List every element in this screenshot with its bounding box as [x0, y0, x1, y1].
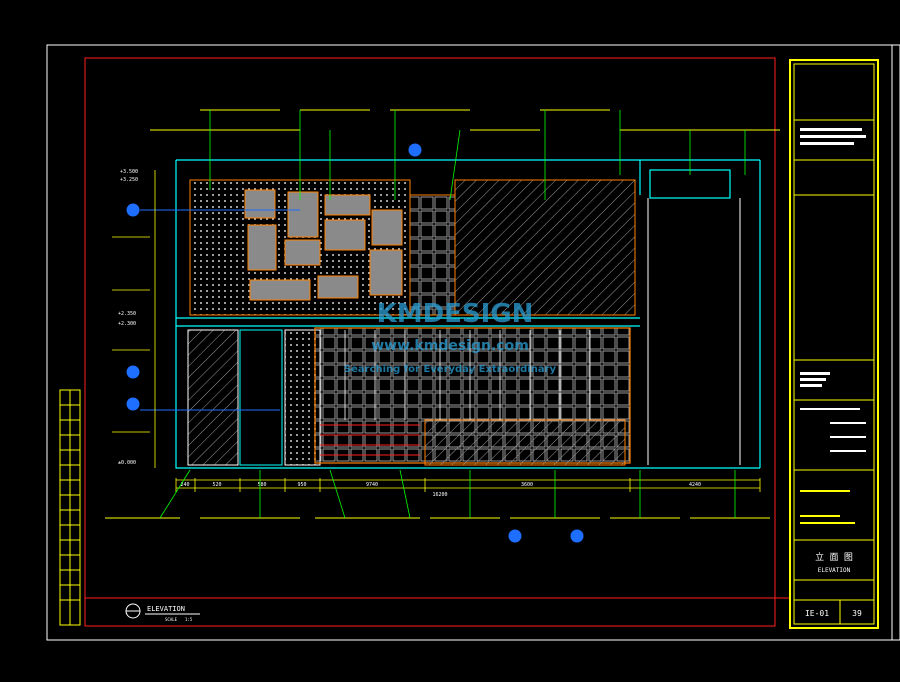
lower-right-hatched-panel	[424, 419, 626, 466]
watermark-url: www.kmdesign.com	[371, 338, 529, 354]
lower-dotted-panel	[284, 329, 321, 466]
title-block-title-en: ELEVATION	[818, 567, 851, 574]
dim-6: 3600	[521, 482, 533, 488]
bottom-dims-text: 240 520 580 950 9740 3600 4240 16200	[180, 482, 701, 498]
tile-column	[409, 194, 456, 316]
sheet-number: IE-01	[805, 609, 829, 618]
lower-door-panel	[239, 329, 283, 466]
stair-lines	[320, 424, 420, 456]
bottom-dimension-chain	[175, 478, 761, 492]
upper-right-hatched-panel	[454, 179, 636, 316]
title-block: 立 面 图 ELEVATION IE-01 39	[789, 59, 879, 629]
top-callouts	[150, 109, 780, 131]
dim-total: 16200	[432, 492, 447, 498]
level-mark-5: ±0.000	[118, 460, 136, 466]
vertical-cabinet-lines	[344, 330, 591, 420]
dim-4: 950	[297, 482, 306, 488]
level-mark-4: +2.300	[118, 321, 136, 327]
bottom-leaders	[159, 469, 736, 519]
drawing-label: ELEVATION SCALE 1:5	[125, 603, 200, 622]
dim-1: 240	[180, 482, 189, 488]
drawing-scale-value: 1:5	[185, 617, 193, 622]
section-markers	[126, 143, 584, 543]
dim-3: 580	[257, 482, 266, 488]
leader-lines	[209, 110, 746, 201]
level-marks: +3.500 +3.250 +2.350 +2.300 ±0.000	[118, 169, 138, 466]
left-dimension-chain	[112, 170, 156, 468]
drawing-scale-label: SCALE	[165, 617, 178, 622]
left-legend-ladder	[59, 389, 81, 626]
level-mark-2: +3.250	[120, 177, 138, 183]
watermark-brand: KMDESIGN	[377, 299, 534, 329]
watermark: KMDESIGN www.kmdesign.com Searching for …	[344, 299, 557, 375]
level-mark-3: +2.350	[118, 311, 136, 317]
page-number: 39	[852, 609, 862, 618]
dim-5: 9740	[366, 482, 378, 488]
level-mark-1: +3.500	[120, 169, 138, 175]
dim-2: 520	[212, 482, 221, 488]
title-block-title-cn: 立 面 图	[815, 551, 853, 563]
drawing-title: ELEVATION	[147, 605, 185, 613]
sheet-border-right-strip	[891, 44, 900, 641]
lower-left-hatched-panel	[187, 329, 239, 466]
display-blocks	[244, 189, 403, 301]
dim-7: 4240	[689, 482, 701, 488]
watermark-tagline: Searching for Everyday Extraordinary	[344, 364, 557, 375]
drawing-frame	[84, 57, 776, 627]
elevation-outline	[175, 159, 761, 469]
